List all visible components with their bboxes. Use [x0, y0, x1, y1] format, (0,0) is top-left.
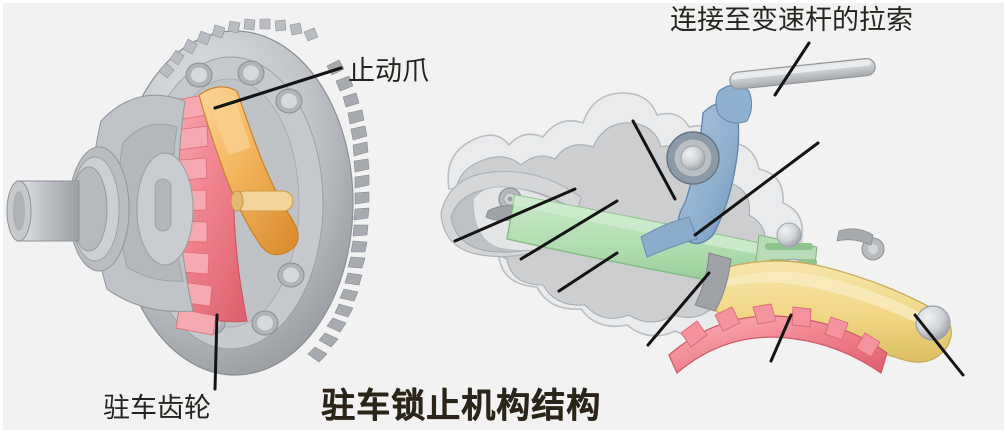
parking-gear-teeth — [668, 303, 888, 375]
left-assembly — [6, 18, 370, 376]
lever-lower-arm — [640, 216, 698, 258]
label-parking-gear: 驻车齿轮 — [103, 393, 211, 424]
output-shaft — [6, 146, 130, 272]
leader-lines — [213, 41, 965, 391]
leader-lever — [631, 119, 677, 201]
cable-bracket — [715, 84, 753, 124]
leader-pivot — [913, 313, 965, 377]
leader-lever-arm — [557, 251, 619, 293]
selector-rod — [729, 57, 876, 90]
label-parking-pawl: 止动爪 — [348, 56, 429, 87]
leader-pawl — [213, 66, 343, 110]
leader-cable — [773, 41, 811, 97]
locking-pawl — [707, 260, 952, 363]
actuating-wedge — [694, 252, 732, 312]
leader-gear — [213, 313, 219, 391]
label-shift-cable: 连接至变速杆的拉索 — [670, 5, 913, 36]
pivot-bushing — [666, 131, 720, 185]
bolt-holes — [185, 60, 305, 336]
pawl-pivot-pin — [230, 190, 294, 212]
leader-rod — [693, 141, 820, 237]
parking-lock-illustration — [3, 3, 1004, 430]
housing-right-detail — [836, 228, 885, 261]
leader-wedge — [646, 271, 711, 347]
leader-spring — [519, 199, 619, 261]
figure-title: 驻车锁止机构结构 — [321, 386, 601, 426]
leader-guide — [453, 187, 577, 243]
pawl-pivot-ball — [915, 305, 951, 341]
leader-teeth — [769, 313, 793, 363]
